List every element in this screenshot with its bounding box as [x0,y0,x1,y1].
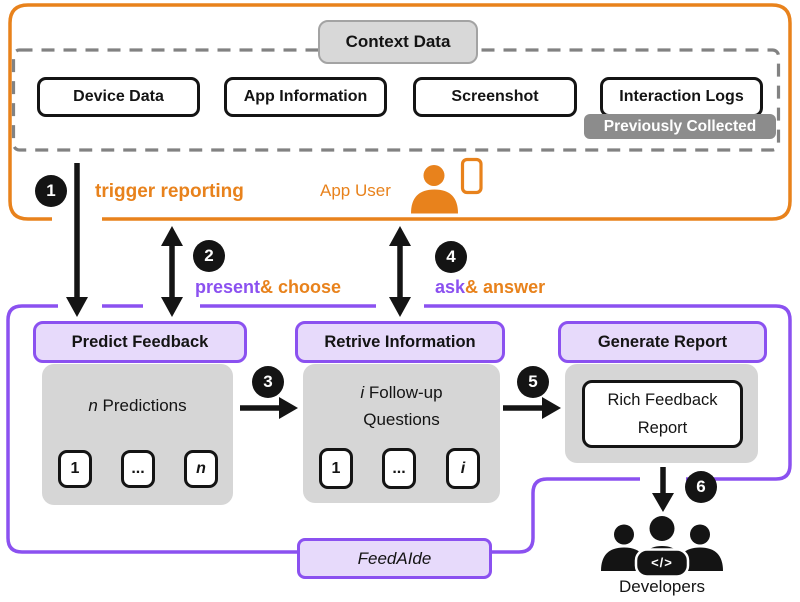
previously-collected-label: Previously Collected [603,117,757,135]
app-user-icon [411,165,458,214]
feedaide-brand-label: FeedAIde [357,548,432,568]
report-line2: Report [637,419,688,437]
step-1-circle: 1 [35,175,67,207]
present-label: present [195,277,261,297]
arrow-present-choose-bidirectional [161,226,183,317]
phone-icon [460,157,483,195]
generate-report-label: Generate Report [597,332,728,351]
ask-label: ask [435,277,466,297]
screenshot-box: Screenshot [413,77,577,117]
trigger-reporting-label: trigger reporting [95,181,244,202]
device-data-box: Device Data [37,77,200,117]
answer-label: & answer [465,277,546,297]
step-3-circle: 3 [252,366,284,398]
flow-arrows [66,163,674,512]
retrive-information-label: Retrive Information [324,332,476,351]
previously-collected-badge: Previously Collected [584,114,776,139]
prediction-item-1: 1 [58,450,92,488]
question-item-i: i [446,448,480,489]
predict-feedback-label: Predict Feedback [71,332,209,351]
code-badge-icon [634,548,690,578]
feedaide-brand-box: FeedAIde [297,538,492,579]
n-var: n [88,396,98,415]
retrive-information-box: Retrive Information [295,321,505,363]
step-5-circle: 5 [517,366,549,398]
arrow-report-to-developers [652,467,674,512]
followup-word: Follow-up [364,383,443,402]
predictions-word: Predictions [97,396,187,415]
app-user-label: App User [320,181,391,200]
questions-label: Questions [303,410,500,430]
app-information-label: App Information [243,88,368,105]
screenshot-label: Screenshot [451,88,539,105]
choose-label: & choose [260,277,342,297]
app-information-box: App Information [224,77,387,117]
app-container-border [8,3,792,221]
ask-answer-label: ask & answer [435,277,545,298]
questions-word: Questions [363,410,440,429]
report-line1: Rich Feedback [607,391,718,409]
n-predictions-label: n Predictions [42,396,233,416]
context-data-title-box: Context Data [318,20,478,64]
arrow-predict-to-retrieve [240,397,298,419]
step-4-circle: 4 [435,241,467,273]
question-item-1: 1 [319,448,353,489]
feedaide-container-border [6,304,792,554]
context-data-title: Context Data [345,32,451,51]
arrow-ask-answer-bidirectional [389,226,411,317]
present-choose-label: present & choose [195,277,341,298]
developers-icon [601,516,723,578]
interaction-logs-box: Interaction Logs [600,77,763,117]
developers-word: Developers [619,577,705,596]
step-6-circle: 6 [685,471,717,503]
interaction-logs-label: Interaction Logs [619,88,744,105]
question-item-ellipsis: ... [382,448,416,489]
predict-feedback-box: Predict Feedback [33,321,247,363]
arrow-trigger-down [66,163,88,317]
i-followup-label: i Follow-up [303,383,500,403]
rich-feedback-report-box: Rich Feedback Report [582,380,743,448]
device-data-label: Device Data [73,88,164,105]
prediction-item-ellipsis: ... [121,450,155,488]
prediction-item-n: n [184,450,218,488]
step-2-circle: 2 [193,240,225,272]
arrow-retrieve-to-generate [503,397,561,419]
code-glyph: </> [651,555,673,570]
i-var: i [360,383,365,402]
generate-report-box: Generate Report [558,321,767,363]
developers-label: Developers [600,577,724,597]
